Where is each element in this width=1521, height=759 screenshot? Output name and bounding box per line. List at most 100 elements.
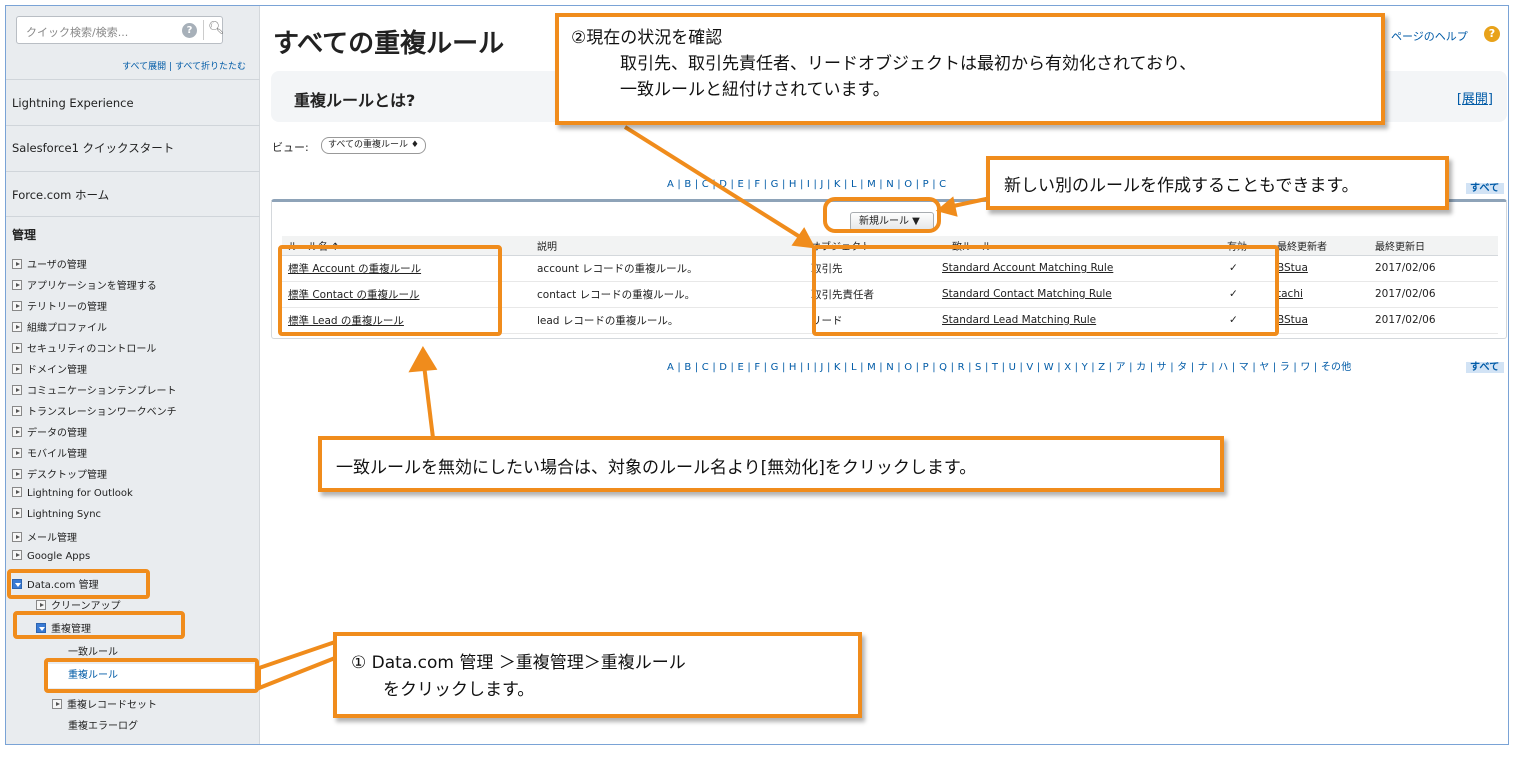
expand-icon[interactable] [12,508,22,518]
expand-icon[interactable] [12,364,22,374]
rule-description: lead レコードの重複ルール。 [531,307,805,334]
sidebar-item-lightning-sync[interactable]: Lightning Sync [12,508,101,520]
sidebar-lightning-experience[interactable]: Lightning Experience [6,79,260,125]
rule-description: account レコードの重複ルール。 [531,255,805,282]
modified-by-link[interactable]: BStua [1277,262,1308,274]
sidebar-item-domain[interactable]: ドメイン管理 [12,361,87,376]
collapse-all-link[interactable]: すべて折りたたむ [174,62,246,72]
table-row: 標準 Lead の重複ルール lead レコードの重複ルール。 リード Stan… [282,307,1498,334]
collapse-icon[interactable] [36,623,46,633]
rules-table: ルール名 ↑ 説明 オブジェクト 一致ルール 有効 最終更新者 最終更新日 標準… [282,236,1498,334]
sidebar-item-duplicate-record-sets[interactable]: 重複レコードセット [52,696,157,711]
alpha-filter-top[interactable]: A | B | C | D | E | F | G | H | I | J | … [667,179,947,190]
rule-object: リード [805,307,936,334]
sidebar-item-duplicate-management[interactable]: 重複管理 [36,620,91,635]
sidebar-item-email[interactable]: メール管理 [12,529,77,544]
page-help-link[interactable]: ページのヘルプ [1391,30,1468,43]
callout-new-rule: 新しい別のルールを作成することもできます。 [986,156,1449,210]
search-icon[interactable]: 🔍︎ [208,21,225,36]
expand-icon[interactable] [36,600,46,610]
expand-icon[interactable] [12,385,22,395]
sidebar-force-home[interactable]: Force.com ホーム [6,171,260,217]
expand-icon[interactable] [12,427,22,437]
alpha-filter-all-bottom[interactable]: すべて [1466,358,1504,373]
sidebar-item-territory[interactable]: テリトリーの管理 [12,298,107,313]
sidebar-item-translation[interactable]: トランスレーションワークベンチ [12,403,177,418]
expand-all-link[interactable]: すべて展開 [122,62,167,72]
page-title: すべての重複ルール [273,29,505,59]
view-select[interactable]: すべての重複ルール ♦ [321,137,426,154]
sidebar-item-google-apps[interactable]: Google Apps [12,550,90,562]
matching-rule-link[interactable]: Standard Contact Matching Rule [942,288,1112,300]
rule-name-link[interactable]: 標準 Account の重複ルール [288,262,422,275]
col-last-modified-by: 最終更新者 [1271,236,1369,256]
sidebar-salesforce1-quickstart[interactable]: Salesforce1 クイックスタート [6,125,260,171]
expand-link[interactable]: [展開] [1456,92,1493,107]
help-icon[interactable]: ? [1484,26,1500,42]
active-check-icon: ✓ [1221,255,1271,282]
active-check-icon: ✓ [1221,281,1271,308]
sidebar-item-lightning-outlook[interactable]: Lightning for Outlook [12,487,133,499]
expand-icon[interactable] [12,259,22,269]
rule-name-link[interactable]: 標準 Contact の重複ルール [288,288,420,301]
callout-check-title: ②現在の状況を確認 [571,28,723,48]
expand-icon[interactable] [12,550,22,560]
rule-description: contact レコードの重複ルール。 [531,281,805,308]
callout-nav-line: ① Data.com 管理 ＞重複管理＞重複ルール [351,653,686,673]
expand-icon[interactable] [12,343,22,353]
search-placeholder: クイック検索/検索... [26,26,129,39]
expand-icon[interactable] [12,448,22,458]
expand-icon[interactable] [12,469,22,479]
modified-by-link[interactable]: tachi [1277,288,1303,300]
col-description: 説明 [531,236,805,256]
sidebar-item-duplicate-error-log[interactable]: 重複エラーログ [68,721,138,732]
sidebar-item-security[interactable]: セキュリティのコントロール [12,340,156,355]
sidebar-item-data[interactable]: データの管理 [12,424,87,439]
sidebar-item-comm-templates[interactable]: コミュニケーションテンプレート [12,382,177,397]
expand-icon[interactable] [52,699,62,709]
expand-icon[interactable] [12,280,22,290]
expand-icon[interactable] [12,487,22,497]
rule-object: 取引先 [805,255,936,282]
sidebar-item-apps[interactable]: アプリケーションを管理する [12,277,157,292]
rules-list: 新規ルール ▼ ルール名 ↑ 説明 オブジェクト 一致ルール 有効 最終更新者 … [271,199,1507,339]
callout-check-status: ②現在の状況を確認 取引先、取引先責任者、リードオブジェクトは最初から有効化され… [555,13,1385,125]
rule-names-highlight [278,245,502,336]
sidebar-item-matching-rules[interactable]: 一致ルール [68,647,118,658]
divider [203,20,204,40]
sidebar-item-mobile[interactable]: モバイル管理 [12,445,87,460]
callout-check-line: 取引先、取引先責任者、リードオブジェクトは最初から有効化されており、 [620,54,1197,74]
alpha-filter-all-top[interactable]: すべて [1466,179,1504,194]
setup-sidebar: クイック検索/検索... ? 🔍︎ すべて展開 | すべて折りたたむ Light… [6,6,260,744]
callout-check-line: 一致ルールと紐付けされています。 [620,80,890,100]
matching-rule-link[interactable]: Standard Lead Matching Rule [942,314,1097,326]
links-divider: | [169,62,173,72]
dup-mgmt-highlight [13,611,185,639]
quick-search-input[interactable]: クイック検索/検索... ? 🔍︎ [16,16,225,44]
active-check-icon: ✓ [1221,307,1271,334]
sidebar-item-datacom[interactable]: Data.com 管理 [12,576,99,591]
modified-by-link[interactable]: BStua [1277,314,1308,326]
collapse-icon[interactable] [12,579,22,589]
rule-name-link[interactable]: 標準 Lead の重複ルール [288,314,404,327]
view-label: ビュー: [272,141,309,154]
expand-icon[interactable] [12,322,22,332]
expand-icon[interactable] [12,301,22,311]
sidebar-item-duplicate-rules-selected[interactable]: 重複ルール [48,664,254,688]
table-row: 標準 Contact の重複ルール contact レコードの重複ルール。 取引… [282,281,1498,308]
sidebar-item-cleanup[interactable]: クリーンアップ [36,597,121,612]
expand-icon[interactable] [12,406,22,416]
sidebar-item-desktop[interactable]: デスクトップ管理 [12,466,107,481]
alpha-filter-bottom[interactable]: A | B | C | D | E | F | G | H | I | J | … [667,362,1352,373]
col-last-modified-date: 最終更新日 [1369,236,1498,256]
matching-rule-link[interactable]: Standard Account Matching Rule [942,262,1114,274]
dup-rules-highlight [44,658,259,693]
new-rule-highlight [823,197,941,233]
callout-navigation: ① Data.com 管理 ＞重複管理＞重複ルール をクリックします。 [333,632,862,718]
expand-icon[interactable] [12,532,22,542]
info-icon[interactable]: ? [182,23,197,38]
table-row: 標準 Account の重複ルール account レコードの重複ルール。 取引… [282,255,1498,282]
sidebar-item-users[interactable]: ユーザの管理 [12,256,87,271]
modified-date: 2017/02/06 [1369,255,1498,282]
sidebar-item-org-profile[interactable]: 組織プロファイル [12,319,107,334]
